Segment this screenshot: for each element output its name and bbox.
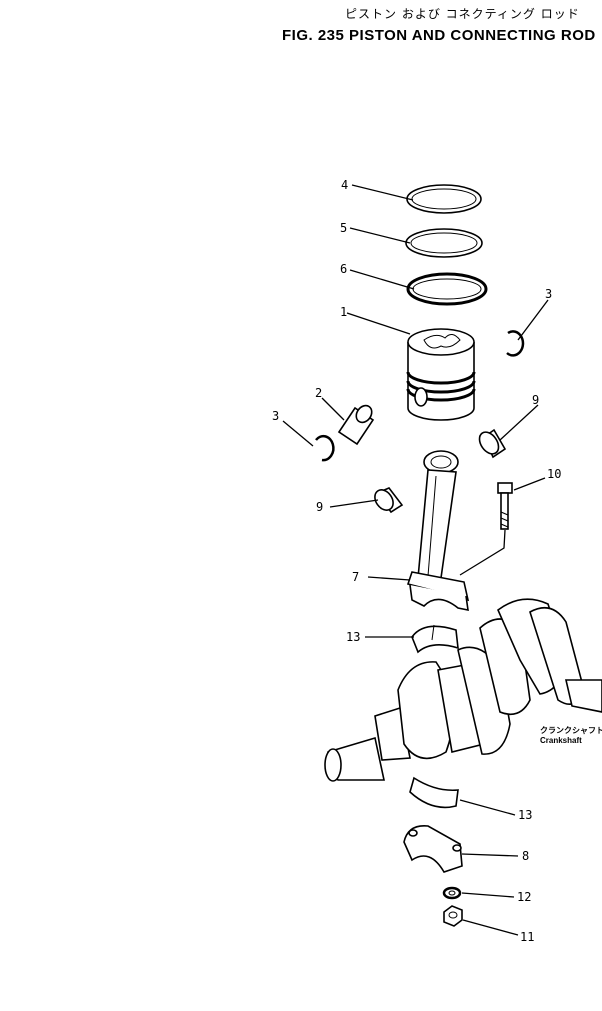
callout-8: 8 [522, 849, 529, 863]
snap-ring-right [506, 330, 525, 357]
connecting-rod-cap [403, 825, 463, 873]
bearing-shell-lower [409, 776, 459, 809]
crankshaft [324, 598, 602, 782]
title-japanese: ピストン および コネクティング ロッド [345, 7, 580, 21]
piston-pin [337, 404, 375, 446]
washer [442, 886, 462, 900]
crankshaft-label-jp: クランクシャフト [540, 725, 602, 735]
callout-1: 1 [340, 305, 347, 319]
piston-ring-4 [406, 184, 482, 214]
bushing-left [374, 487, 404, 514]
snap-ring-left [315, 434, 335, 462]
figure-title: FIG. 235 PISTON AND CONNECTING ROD [282, 27, 596, 44]
piston [406, 328, 476, 421]
callout-9-left: 9 [316, 500, 323, 514]
callout-9-right: 9 [532, 393, 539, 407]
callout-3-left: 3 [272, 409, 279, 423]
callout-3-right: 3 [545, 287, 552, 301]
piston-ring-6 [406, 272, 488, 306]
callout-6: 6 [340, 262, 347, 276]
callout-4: 4 [341, 178, 348, 192]
bearing-shell-upper [411, 624, 459, 654]
callout-11: 11 [520, 930, 534, 944]
piston-ring-5 [405, 228, 483, 258]
callout-12: 12 [517, 890, 531, 904]
nut [443, 905, 463, 927]
callout-2: 2 [315, 386, 322, 400]
callout-5: 5 [340, 221, 347, 235]
callout-10: 10 [547, 467, 561, 481]
bushing-right [478, 428, 507, 459]
rod-bolt [497, 482, 513, 530]
leader-lines [282, 184, 549, 936]
callout-13-bottom: 13 [518, 808, 532, 822]
callout-13-top: 13 [346, 630, 360, 644]
callout-7: 7 [352, 570, 359, 584]
crankshaft-label-en: Crankshaft [540, 736, 582, 745]
connecting-rod [406, 450, 470, 612]
